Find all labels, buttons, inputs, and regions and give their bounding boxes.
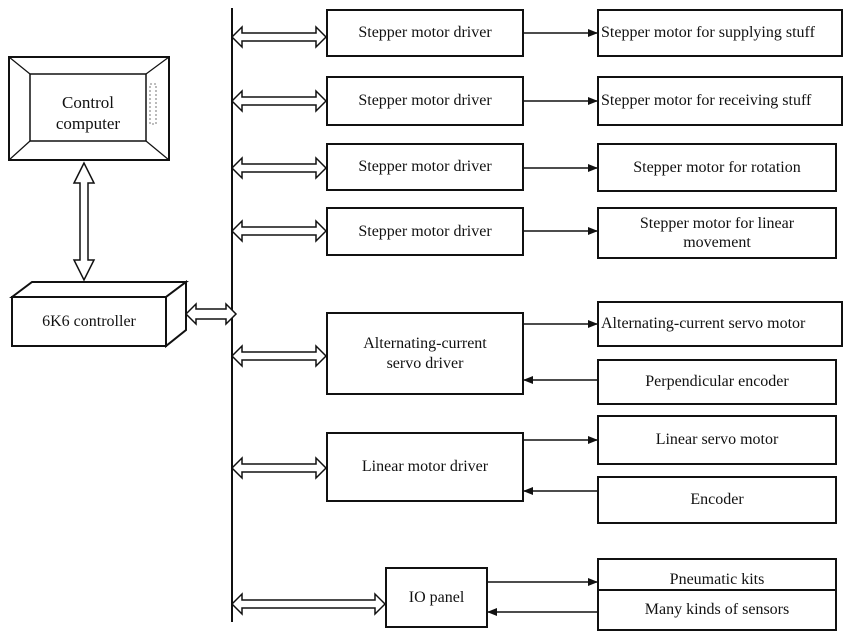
device-encoder: Encoder	[597, 476, 837, 524]
controller-bus-arrow	[186, 304, 236, 324]
device-supplying-motor: Stepper motor for supplying stuff	[597, 9, 843, 57]
device-ac-servo-motor: Alternating-current servo motor	[597, 301, 843, 347]
device-perpendicular-encoder: Perpendicular encoder	[597, 359, 837, 405]
stepper-driver-1: Stepper motor driver	[326, 9, 524, 57]
ac-servo-driver: Alternating-current servo driver	[326, 312, 524, 395]
io-panel: IO panel	[385, 567, 488, 628]
computer-controller-link	[74, 163, 94, 280]
stepper-driver-2: Stepper motor driver	[326, 76, 524, 126]
stepper-driver-4: Stepper motor driver	[326, 207, 524, 256]
device-linear-movement-motor: Stepper motor for linear movement	[597, 207, 837, 259]
device-receiving-motor: Stepper motor for receiving stuff	[597, 76, 843, 126]
linear-motor-driver: Linear motor driver	[326, 432, 524, 502]
device-sensors: Many kinds of sensors	[597, 589, 837, 631]
device-linear-servo-motor: Linear servo motor	[597, 415, 837, 465]
control-computer-label: Control computer	[40, 92, 136, 135]
device-rotation-motor: Stepper motor for rotation	[597, 143, 837, 192]
controller-label: 6K6 controller	[12, 297, 166, 346]
stepper-driver-3: Stepper motor driver	[326, 143, 524, 191]
